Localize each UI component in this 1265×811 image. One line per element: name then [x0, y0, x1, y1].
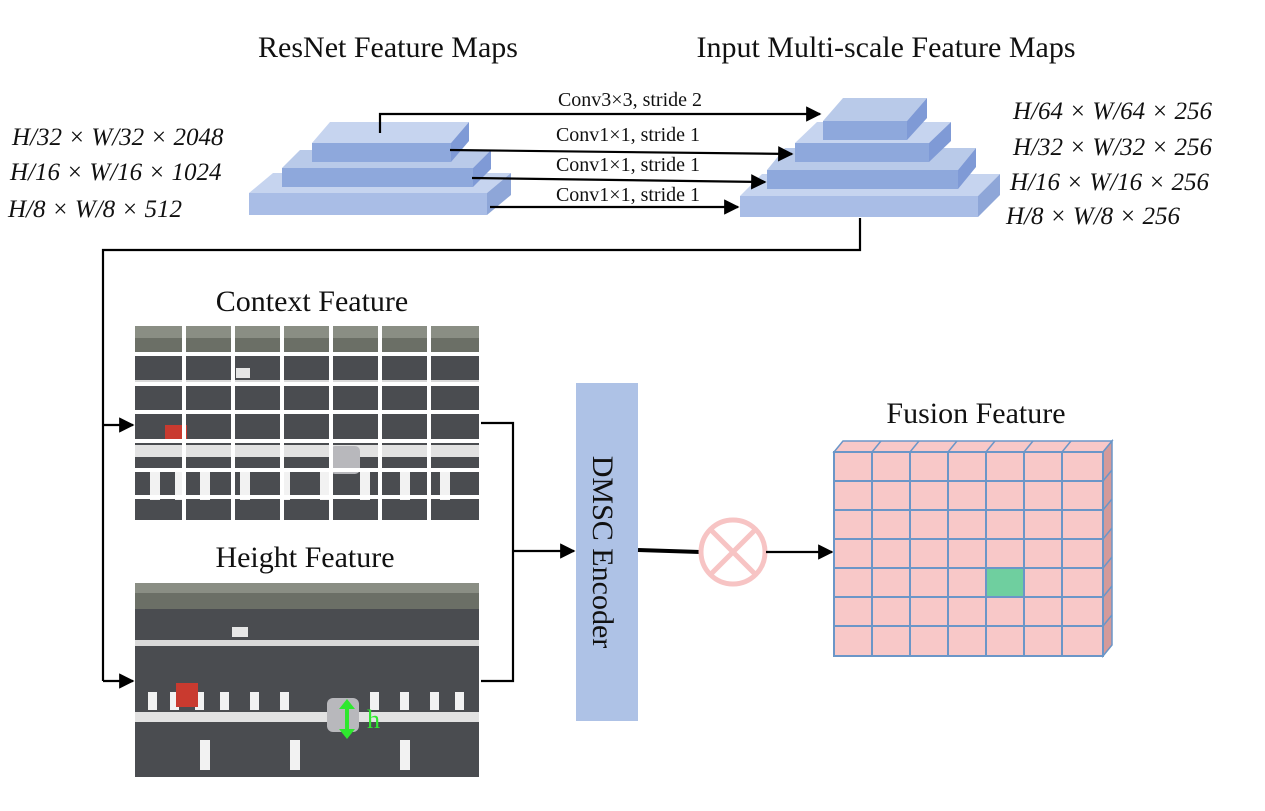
resnet-dim-1: H/16 × W/16 × 1024 [9, 159, 222, 186]
resnet-dim-2: H/8 × W/8 × 512 [7, 196, 182, 223]
conv-label-2: Conv1×1, stride 1 [556, 154, 700, 176]
conv-label-0: Conv3×3, stride 2 [558, 89, 702, 111]
dmsc-encoder-block [576, 383, 638, 721]
multiscale-dim-1: H/32 × W/32 × 256 [1012, 134, 1213, 161]
conv-arrows [378, 106, 822, 215]
conv-label-1: Conv1×1, stride 1 [556, 124, 700, 146]
multiscale-pyramid [740, 98, 1000, 217]
resnet-title: ResNet Feature Maps [258, 31, 518, 64]
features-to-encoder-connector [481, 421, 576, 683]
resnet-pyramid [249, 122, 511, 215]
multiply-circle-icon [698, 517, 768, 587]
multiscale-dim-2: H/16 × W/16 × 256 [1009, 169, 1210, 196]
height-title: Height Feature [215, 541, 394, 574]
pyramid-to-features-connector [101, 218, 862, 689]
conv-label-3: Conv1×1, stride 1 [556, 184, 700, 206]
context-title: Context Feature [216, 285, 408, 318]
resnet-dim-0: H/32 × W/32 × 2048 [11, 124, 224, 151]
height-marker-label: h [367, 705, 380, 734]
multiscale-title: Input Multi-scale Feature Maps [696, 31, 1075, 64]
encoder-output-line [637, 548, 701, 554]
multiscale-dim-0: H/64 × W/64 × 256 [1012, 98, 1213, 125]
fusion-highlight-cell [986, 568, 1024, 597]
height-feature-image [135, 583, 479, 777]
context-feature-image [135, 326, 479, 520]
height-marker [339, 699, 355, 739]
fusion-feature-grid [832, 438, 1114, 659]
fusion-title: Fusion Feature [886, 397, 1065, 430]
multiscale-dim-3: H/8 × W/8 × 256 [1005, 203, 1181, 230]
dmsc-encoder-label: DMSC Encoder [586, 456, 619, 648]
